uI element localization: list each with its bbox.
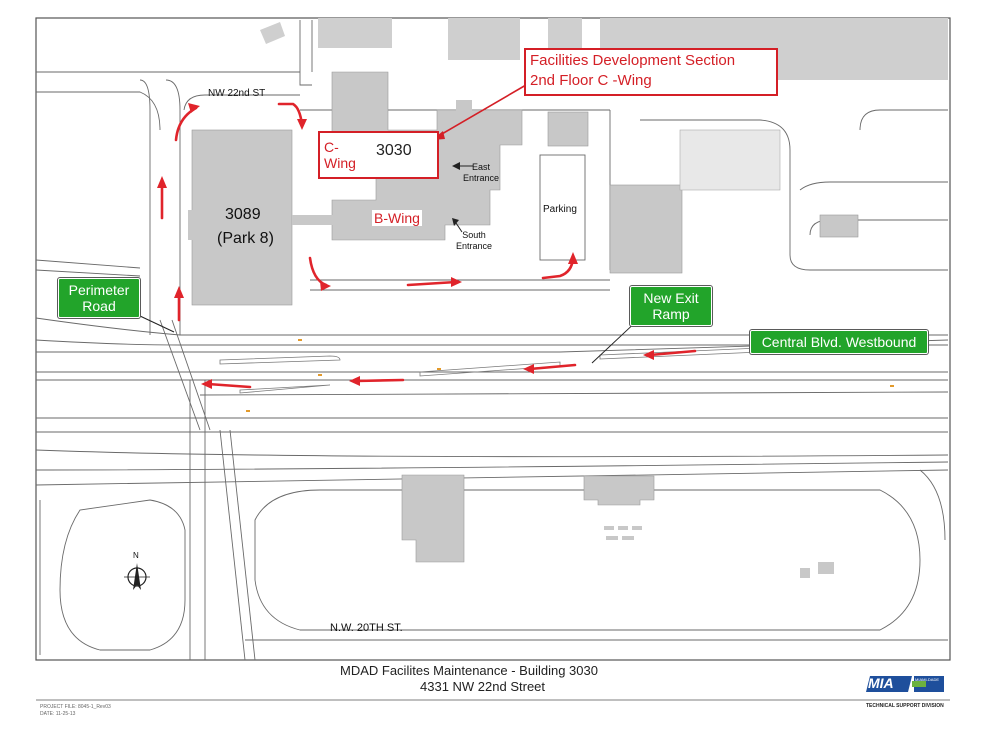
logo-subtext: MIAMI-DADE	[915, 677, 939, 682]
project-date: DATE: 11-25-13	[40, 711, 76, 717]
roads-highway	[35, 317, 949, 661]
building-number-3089: 3089	[225, 206, 261, 223]
building-mid-right	[679, 129, 781, 191]
division-label: TECHNICAL SUPPORT DIVISION	[866, 703, 944, 709]
new-exit-ramp-label: New Exit Ramp	[630, 286, 712, 326]
north-arrow-icon	[124, 563, 150, 590]
mia-logo	[866, 676, 944, 692]
c-wing-label: C- Wing	[324, 139, 356, 171]
logo-text: MIA	[868, 675, 894, 691]
east-entrance-arrowhead	[452, 162, 460, 170]
street-label-nw22: NW 22nd ST	[208, 88, 266, 99]
building-lower-1	[401, 474, 465, 563]
project-file: PROJECT FILE: 8045-1_Rev03	[40, 704, 111, 710]
central-blvd-label: Central Blvd. Westbound	[750, 330, 928, 354]
roads-lower	[39, 469, 948, 655]
south-entrance-label: South Entrance	[456, 230, 493, 251]
callout-line2: 2nd Floor C -Wing	[530, 72, 652, 89]
connector	[292, 215, 337, 225]
street-label-nw20: N.W. 20TH ST.	[330, 622, 403, 634]
c-wing-box: C- Wing 3030	[318, 131, 439, 179]
building-small-2	[547, 111, 589, 147]
building-top-1	[318, 18, 392, 48]
callout-facilities-dev: Facilities Development Section 2nd Floor…	[524, 48, 778, 96]
building-b3089	[191, 129, 293, 306]
building-b3089-notch	[188, 210, 194, 240]
building-top-3	[548, 18, 582, 48]
perimeter-road-label: Perimeter Road	[58, 278, 140, 318]
building-large-right	[609, 184, 683, 274]
b-wing-label: B-Wing	[372, 210, 422, 226]
building-lower-2	[583, 475, 655, 506]
title-block-address: 4331 NW 22nd Street	[420, 679, 546, 694]
title-block-title: MDAD Facilites Maintenance - Building 30…	[340, 663, 598, 678]
building-small-right	[819, 214, 859, 238]
parking-lot	[539, 154, 586, 261]
building-number-3030: 3030	[376, 142, 412, 159]
callout-line1: Facilities Development Section	[530, 52, 736, 69]
building-name-3089: (Park 8)	[217, 230, 274, 247]
building-top-5	[260, 22, 285, 44]
north-label: N	[133, 551, 139, 560]
east-entrance-label: East Entrance	[463, 162, 500, 183]
building-small-1	[456, 100, 472, 114]
lower-small-blocks	[604, 526, 834, 578]
parking-label: Parking	[543, 204, 577, 215]
callout-leader	[434, 84, 527, 139]
roads-upper	[35, 20, 948, 335]
route-arrowheads	[157, 103, 654, 389]
south-entrance-arrowhead	[452, 218, 459, 226]
road-markers	[246, 339, 894, 412]
building-top-2	[448, 18, 520, 60]
